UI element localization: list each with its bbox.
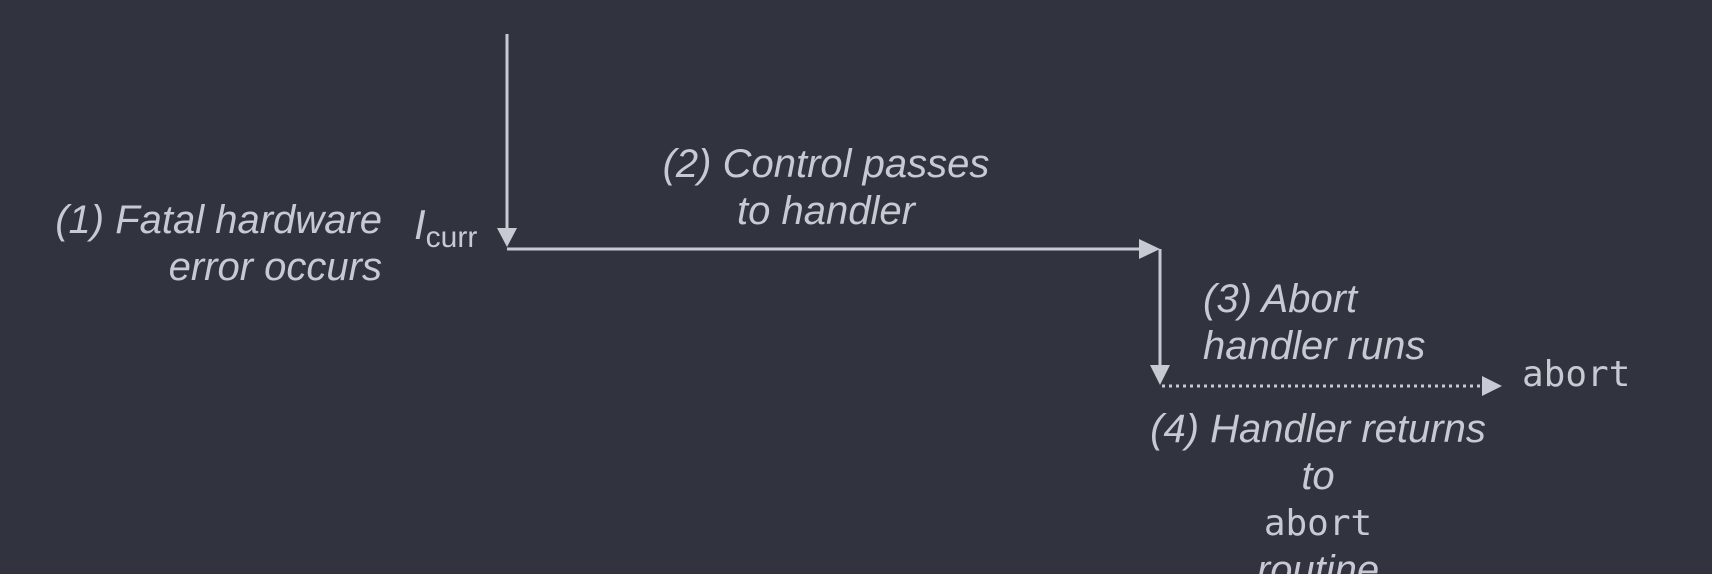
step-2-caption: (2) Control passes to handler — [663, 141, 990, 235]
instruction-subscript: curr — [425, 221, 478, 254]
step-3-line-1: (3) Abort — [1203, 277, 1358, 321]
step-4-line-2-suffix: routine — [1256, 548, 1380, 574]
step-4-caption: (4) Handler returns to abort routine — [1150, 406, 1486, 574]
step-2-line-1: (2) Control passes — [662, 142, 990, 186]
instruction-base: I — [414, 201, 426, 248]
control-to-handler-arrowhead — [1139, 239, 1160, 259]
step-3-line-2: handler runs — [1203, 324, 1426, 368]
program-flow-arrowhead — [497, 228, 517, 247]
step-2-line-2: to handler — [737, 189, 915, 233]
handler-runs-arrowhead — [1150, 365, 1170, 385]
step-4-line-2-prefix: to — [1301, 454, 1335, 498]
step-1-line-2: error occurs — [168, 245, 382, 289]
current-instruction-label: Icurr — [414, 201, 477, 254]
step-1-line-1: (1) Fatal hardware — [55, 198, 382, 242]
step-3-caption: (3) Abort handler runs — [1203, 276, 1425, 370]
step-4-line-2: to abort routine — [1150, 453, 1486, 574]
step-4-line-2-code: abort — [1263, 503, 1373, 544]
abort-routine-label: abort — [1522, 354, 1631, 395]
step-4-line-1: (4) Handler returns — [1150, 407, 1486, 451]
step-1-caption: (1) Fatal hardware error occurs — [55, 197, 382, 291]
return-to-abort-arrowhead — [1482, 376, 1502, 396]
